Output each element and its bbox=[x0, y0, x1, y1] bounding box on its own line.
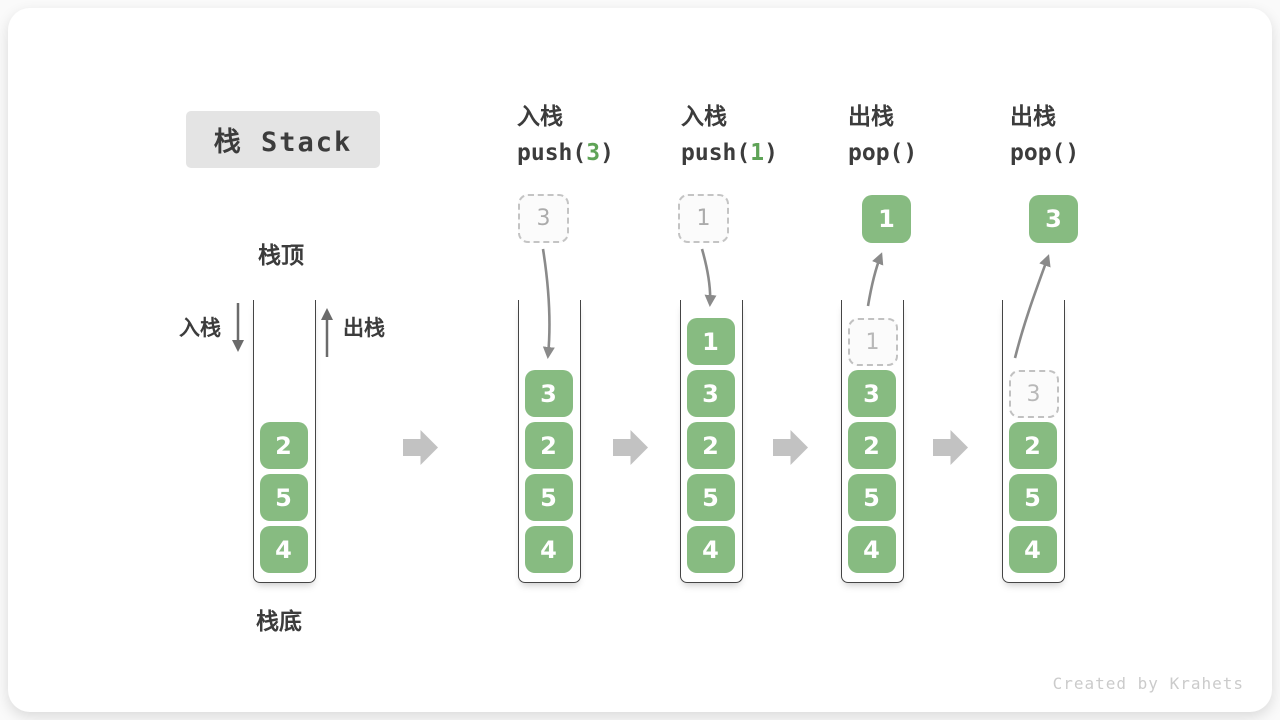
stack-cell: 4 bbox=[259, 526, 308, 573]
ghost-cell: 1 bbox=[847, 318, 898, 366]
code-post: ) bbox=[764, 140, 778, 166]
code-pre: pop( bbox=[848, 140, 904, 166]
code-post: ) bbox=[1065, 140, 1080, 166]
stack-cell: 2 bbox=[1008, 422, 1057, 469]
floating-value-box: 1 bbox=[862, 195, 911, 243]
op-code: pop() bbox=[1010, 142, 1079, 165]
pop-side-label: 出栈 bbox=[343, 316, 385, 340]
stack-cell: 5 bbox=[524, 474, 573, 521]
stack-cell: 4 bbox=[847, 526, 896, 573]
stack-container-after-push-1 bbox=[680, 300, 743, 583]
code-post: ) bbox=[903, 140, 918, 166]
op-code: pop() bbox=[848, 142, 917, 165]
ghost-cell: 3 bbox=[1008, 370, 1059, 418]
stack-cell: 4 bbox=[686, 526, 735, 573]
op-header-pop-3: 出栈 pop() bbox=[1010, 106, 1079, 165]
code-pre: push( bbox=[517, 140, 587, 166]
watermark: Created by Krahets bbox=[1052, 674, 1244, 693]
floating-value-box: 3 bbox=[518, 194, 569, 243]
op-label: 入栈 bbox=[681, 104, 727, 130]
stack-cell: 1 bbox=[686, 318, 735, 365]
stack-container-after-pop-3 bbox=[1002, 300, 1065, 583]
stack-cell: 5 bbox=[259, 474, 308, 521]
floating-value-box: 3 bbox=[1029, 195, 1078, 243]
op-header-pop-1: 出栈 pop() bbox=[848, 106, 917, 165]
page-title: 栈 Stack bbox=[186, 111, 380, 168]
stack-cell: 2 bbox=[686, 422, 735, 469]
stack-container-after-pop-1 bbox=[841, 300, 904, 583]
op-label: 出栈 bbox=[1010, 104, 1056, 130]
op-header-push-1: 入栈 push(1) bbox=[681, 106, 778, 165]
stack-cell: 3 bbox=[847, 370, 896, 417]
code-post: ) bbox=[600, 140, 614, 166]
stack-cell: 5 bbox=[847, 474, 896, 521]
code-arg: 1 bbox=[750, 140, 765, 166]
stack-cell: 2 bbox=[259, 422, 308, 469]
stack-bottom-label: 栈底 bbox=[256, 609, 302, 635]
stack-cell: 2 bbox=[524, 422, 573, 469]
stack-cell: 5 bbox=[1008, 474, 1057, 521]
stack-container-initial bbox=[253, 300, 316, 583]
op-label: 入栈 bbox=[517, 104, 563, 130]
stack-cell: 5 bbox=[686, 474, 735, 521]
stack-top-label: 栈顶 bbox=[258, 243, 304, 269]
floating-value-box: 1 bbox=[678, 194, 729, 243]
code-pre: push( bbox=[681, 140, 751, 166]
op-header-push-3: 入栈 push(3) bbox=[517, 106, 614, 165]
stack-cell: 4 bbox=[1008, 526, 1057, 573]
stack-cell: 4 bbox=[524, 526, 573, 573]
op-code: push(1) bbox=[681, 142, 778, 165]
code-arg: 3 bbox=[586, 140, 601, 166]
op-code: push(3) bbox=[517, 142, 614, 165]
push-side-label: 入栈 bbox=[179, 316, 221, 340]
stack-cell: 2 bbox=[847, 422, 896, 469]
stack-container-after-push-3 bbox=[518, 300, 581, 583]
stack-cell: 3 bbox=[524, 370, 573, 417]
stack-cell: 3 bbox=[686, 370, 735, 417]
code-pre: pop( bbox=[1010, 140, 1066, 166]
op-label: 出栈 bbox=[848, 104, 894, 130]
